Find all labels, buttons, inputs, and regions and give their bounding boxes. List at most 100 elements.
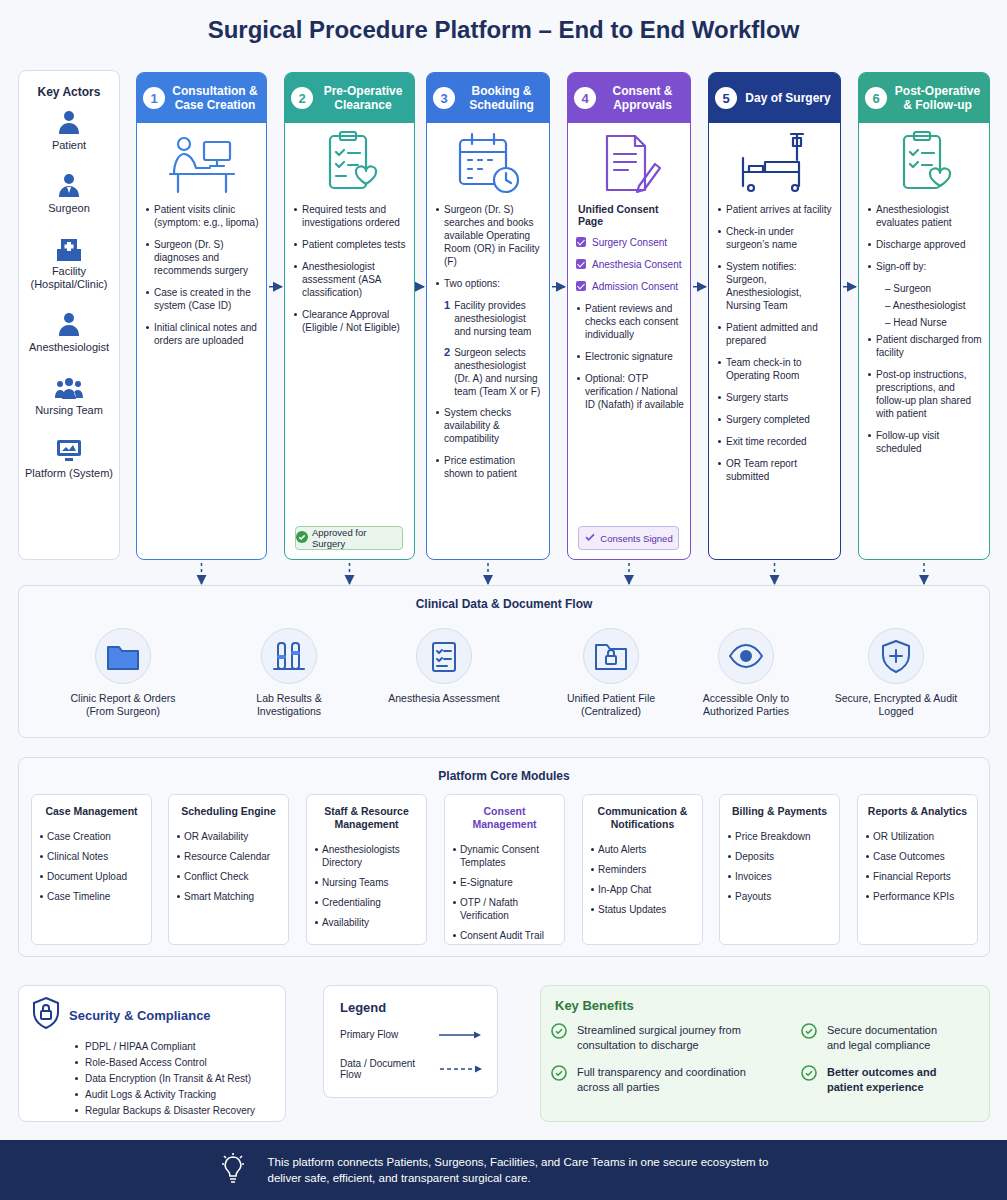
module-heading: Staff & Resource Management — [312, 805, 421, 831]
bullet-text: Sign-off by: — [867, 260, 983, 273]
data-flow-arrow — [349, 563, 351, 584]
icon — [137, 123, 266, 203]
flow-box: Unified Patient File (Centralized) — [546, 628, 676, 728]
module-item: Payouts — [720, 890, 839, 903]
status-badge: Approved for Surgery — [312, 527, 402, 549]
badge2-box: Consents Signed — [578, 526, 679, 550]
module-item: Nursing Teams — [307, 876, 426, 889]
footer-text: This platform connects Patients, Surgeon… — [268, 1154, 788, 1186]
flow-label: Secure, Encrypted & Audit Logged — [831, 692, 961, 718]
bullet-text: Follow-up visit scheduled — [867, 429, 983, 455]
actor-item: Anesthesiologist — [19, 311, 119, 354]
mod-box: Staff & Resource ManagementAnesthesiolog… — [306, 794, 427, 945]
actor-item: Surgeon — [19, 172, 119, 215]
icon — [296, 531, 308, 545]
actor-label: Surgeon — [48, 202, 90, 215]
actor-item: Platform (System) — [19, 437, 119, 480]
option-row: 1Facility provides anesthesiologist and … — [444, 299, 543, 338]
panel-heading: Clinical Data & Document Flow — [19, 597, 989, 611]
module-item: Clinical Notes — [32, 850, 151, 863]
bullet-text: Two options: — [435, 277, 543, 290]
flow-arrow — [693, 286, 706, 288]
module-item: Smart Matching — [169, 890, 288, 903]
legend-text: Data / Document Flow — [340, 1058, 438, 1080]
actors-box: Key ActorsPatientSurgeonFacility (Hospit… — [18, 70, 120, 560]
benefit-grid: Streamlined surgical journey from consul… — [551, 1023, 989, 1095]
bullet-text: Required tests and investigations ordere… — [293, 203, 408, 229]
icon — [55, 235, 83, 265]
stage-box: 6Post-Operative & Follow-upAnesthesiolog… — [858, 72, 990, 560]
icon — [416, 628, 472, 684]
module-item: Document Upload — [32, 870, 151, 883]
bullet-text: Optional: OTP verification / National ID… — [576, 372, 684, 411]
bullet-text: Anesthesia Consent — [576, 258, 684, 271]
flow-label: Anesthesia Assessment — [388, 692, 499, 705]
module-item: In-App Chat — [583, 883, 702, 896]
module-item: Case Timeline — [32, 890, 151, 903]
bullet-text: Anesthesiologist assessment (ASA classif… — [293, 260, 408, 299]
stage-box: 4Consent & ApprovalsUnified Consent Page… — [567, 72, 691, 560]
module-heading: Billing & Payments — [725, 805, 834, 818]
stage-header: 5Day of Surgery — [709, 73, 840, 123]
bullet-text: – Anesthesiologist — [867, 299, 983, 312]
data-flow-arrow — [774, 563, 776, 584]
bullet-text: Clearance Approval (Eligible / Not Eligi… — [293, 308, 408, 334]
flowpanel-box: Clinical Data & Document FlowClinic Repo… — [18, 585, 990, 738]
icon — [220, 1153, 246, 1187]
module-item: Dynamic Consent Templates — [445, 843, 564, 869]
bullet-text: Electronic signature — [576, 350, 684, 363]
step-number: 6 — [865, 87, 887, 109]
module-heading: Scheduling Engine — [174, 805, 283, 818]
flow-box: Anesthesia Assessment — [379, 628, 509, 728]
bullet-text: System notifies: Surgeon, Anesthesiologi… — [717, 260, 834, 312]
module-item: Conflict Check — [169, 870, 288, 883]
bullet-text: Data Encryption (In Transit & At Rest) — [67, 1072, 285, 1085]
icon — [55, 172, 83, 202]
data-flow-arrow — [923, 563, 925, 584]
bullet-text: Post-op instructions, prescriptions, and… — [867, 368, 983, 420]
icon — [801, 1065, 817, 1085]
stage-header: 1Consultation & Case Creation — [137, 73, 266, 123]
bullet-text: Surgeon (Dr. S) diagnoses and recommends… — [145, 238, 260, 277]
flow-label: Unified Patient File (Centralized) — [546, 692, 676, 718]
module-item: Deposits — [720, 850, 839, 863]
stage-title: Post-Operative & Follow-up — [892, 84, 983, 112]
module-item: Credentialing — [307, 896, 426, 909]
module-item: OTP / Nafath Verification — [445, 896, 564, 922]
panel-heading: Security & Compliance — [69, 1008, 211, 1023]
stage-box: 5Day of SurgeryPatient arrives at facili… — [708, 72, 841, 560]
ben-box: Key BenefitsStreamlined surgical journey… — [540, 985, 990, 1122]
benefit-text: Better outcomes and patient experience — [827, 1065, 957, 1095]
stage-title: Consent & Approvals — [601, 84, 684, 112]
module-heading: Consent Management — [450, 805, 559, 831]
stage-body: Required tests and investigations ordere… — [285, 203, 414, 334]
icon — [55, 437, 83, 467]
step-number: 4 — [574, 87, 596, 109]
actor-label: Platform (System) — [25, 467, 113, 480]
benefit-item: Streamlined surgical journey from consul… — [551, 1023, 801, 1053]
actor-label: Nursing Team — [35, 404, 103, 417]
actor-label: Facility (Hospital/Clinic) — [19, 265, 119, 291]
legend-row: Data / Document Flow — [340, 1058, 483, 1080]
module-item: Case Outcomes — [858, 850, 977, 863]
bullet-text: Regular Backups & Disaster Recovery — [67, 1104, 285, 1117]
icon — [261, 628, 317, 684]
data-flow-arrow — [201, 563, 203, 584]
mod-box: Scheduling EngineOR AvailabilityResource… — [168, 794, 289, 945]
module-item: Reminders — [583, 863, 702, 876]
modpanel-box: Platform Core ModulesCase ManagementCase… — [18, 757, 990, 957]
data-flow-arrow — [628, 563, 630, 584]
flow-box: Lab Results & Investigations — [224, 628, 354, 728]
bullet-text: Patient arrives at facility — [717, 203, 834, 216]
mod-box: Billing & PaymentsPrice BreakdownDeposit… — [719, 794, 840, 945]
bullet-text: Patient completes tests — [293, 238, 408, 251]
flow-label: Clinic Report & Orders (From Surgeon) — [58, 692, 188, 718]
icon — [95, 628, 151, 684]
icon — [427, 123, 549, 203]
option-text: Surgeon selects anesthesiologist (Dr. A)… — [454, 346, 543, 398]
step-number: 1 — [143, 87, 165, 109]
mod-box: Reports & AnalyticsOR UtilizationCase Ou… — [857, 794, 978, 945]
flow-arrow — [552, 286, 565, 288]
module-item: Status Updates — [583, 903, 702, 916]
bullet-text: – Head Nurse — [867, 316, 983, 329]
